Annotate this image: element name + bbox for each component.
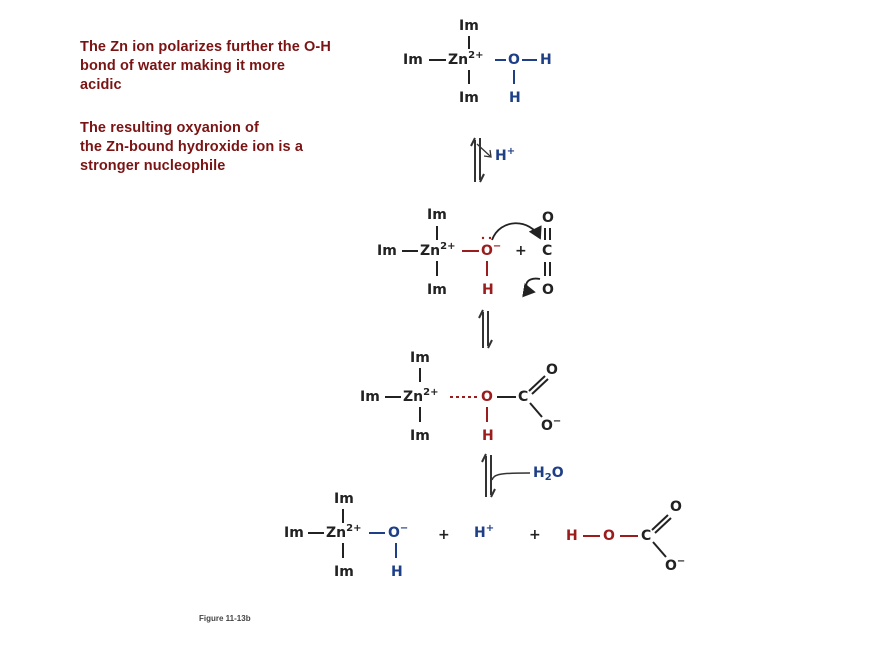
h-plus-released: H+ xyxy=(495,146,516,164)
h-atom: H xyxy=(540,52,552,68)
o-minus: O− xyxy=(541,416,562,434)
bicarb-h: H xyxy=(566,528,578,544)
step1-bonds xyxy=(429,36,537,84)
step2-bonds xyxy=(402,226,551,276)
step3-bonds xyxy=(385,368,549,422)
equilibrium-arrow-3 xyxy=(481,453,531,498)
note-line: stronger nucleophile xyxy=(80,158,226,174)
note-line: bond of water making it more xyxy=(80,58,286,74)
note-polarization: The Zn ion polarizes further the O-H bon… xyxy=(80,38,331,95)
curved-arrow-push xyxy=(522,277,541,298)
note-line: The resulting oxyanion of xyxy=(80,120,259,136)
co2-c: C xyxy=(542,243,553,259)
h-atom: H xyxy=(391,564,403,580)
note-line: The Zn ion polarizes further the O-H xyxy=(80,39,331,55)
im-top: Im xyxy=(410,350,430,366)
h-atom: H xyxy=(482,282,494,298)
o-atom: O− xyxy=(481,241,502,259)
co2-o-top: O xyxy=(542,210,554,226)
bicarb-o-minus: O− xyxy=(665,556,686,574)
o-double: O xyxy=(546,362,558,378)
im-left: Im xyxy=(377,243,397,259)
equilibrium-arrow-2 xyxy=(478,309,493,349)
im-left: Im xyxy=(284,525,304,541)
figure-caption: Figure 11-13b xyxy=(199,614,251,623)
zn-atom: Zn2+ xyxy=(448,50,484,68)
zn-atom: Zn2+ xyxy=(403,387,439,405)
plus-sign: + xyxy=(515,243,527,259)
zn-atom: Zn2+ xyxy=(326,523,362,541)
o-atom: O− xyxy=(388,523,409,541)
h-atom: H xyxy=(509,90,521,106)
im-bottom: Im xyxy=(427,282,447,298)
note-nucleophile: The resulting oxyanion of the Zn-bound h… xyxy=(80,119,303,176)
im-bottom: Im xyxy=(410,428,430,444)
h-atom: H xyxy=(482,428,494,444)
bicarb-o-double: O xyxy=(670,499,682,515)
step4-bonds xyxy=(308,509,672,558)
c-atom: C xyxy=(518,389,529,405)
im-top: Im xyxy=(459,18,479,34)
im-bottom: Im xyxy=(334,564,354,580)
o-atom: O xyxy=(481,389,493,405)
zn-atom: Zn2+ xyxy=(420,241,456,259)
plus-sign: + xyxy=(529,527,541,543)
curved-arrow-attack xyxy=(491,222,542,241)
plus-sign: + xyxy=(438,527,450,543)
o-atom: O xyxy=(508,52,520,68)
im-top: Im xyxy=(334,491,354,507)
h-plus-product: H+ xyxy=(474,523,495,541)
bicarb-o: O xyxy=(603,528,615,544)
note-line: acidic xyxy=(80,77,122,93)
im-top: Im xyxy=(427,207,447,223)
im-bottom: Im xyxy=(459,90,479,106)
im-left: Im xyxy=(360,389,380,405)
h2o-input: H2O xyxy=(533,465,564,483)
bicarb-c: C xyxy=(641,528,652,544)
im-left: Im xyxy=(403,52,423,68)
note-line: the Zn-bound hydroxide ion is a xyxy=(80,139,304,155)
equilibrium-arrow-1 xyxy=(470,137,492,183)
co2-o-bottom: O xyxy=(542,282,554,298)
